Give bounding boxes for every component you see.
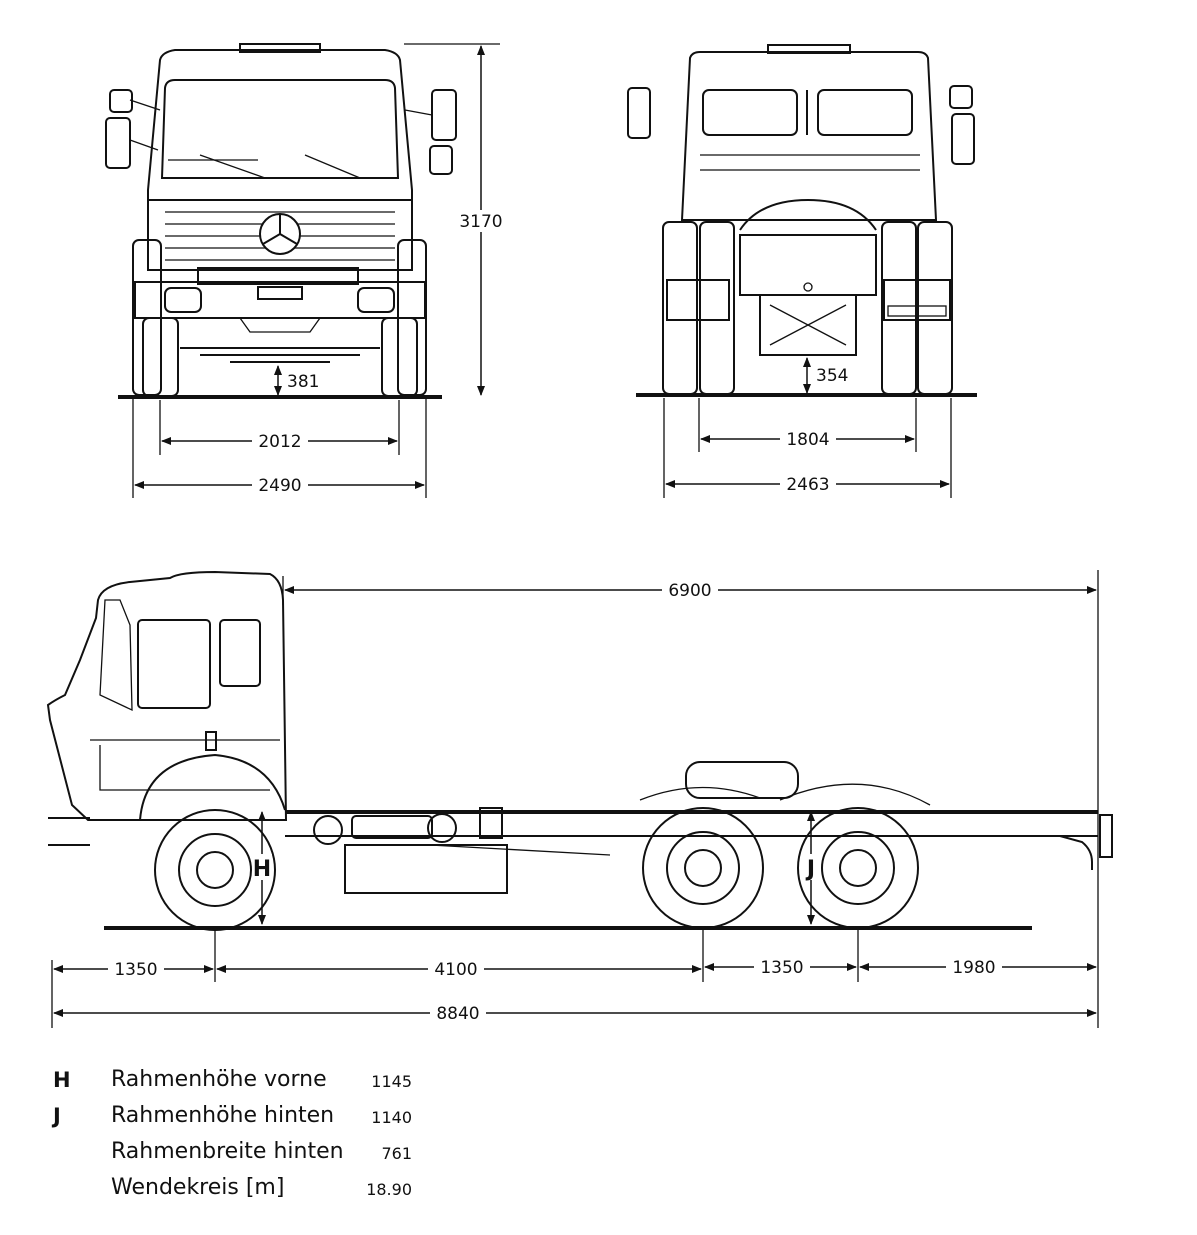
front-mirror-left (105, 117, 131, 169)
legend-row: J Rahmenhöhe hinten 1140 (48, 1102, 468, 1138)
legend-row: Rahmenbreite hinten 761 (48, 1138, 468, 1174)
rear-view (627, 44, 977, 397)
rear-window-left (702, 89, 798, 136)
air-tank-1 (313, 815, 343, 845)
headlight-right (357, 287, 395, 313)
front-mirror-left-upper (109, 89, 133, 113)
dim-overall-length: 8840 (436, 1004, 479, 1024)
tandem-wheel-1 (642, 807, 764, 929)
legend-label: Rahmenhöhe vorne (111, 1067, 327, 1092)
side-view (46, 570, 1113, 931)
air-filter (479, 807, 503, 839)
front-wheel-right (381, 317, 418, 397)
dim-rear-ground-clearance: 354 (816, 366, 848, 386)
fifth-wheel (685, 761, 799, 799)
front-windshield (160, 79, 400, 179)
front-grille (147, 199, 413, 271)
legend-row: H Rahmenhöhe vorne 1145 (48, 1066, 468, 1102)
spec-legend: H Rahmenhöhe vorne 1145 J Rahmenhöhe hin… (48, 1066, 468, 1210)
legend-row: Wendekreis [m] 18.90 (48, 1174, 468, 1210)
dim-rear-overhang: 1980 (952, 958, 995, 978)
marker-j: J (805, 857, 815, 882)
side-rear-window (219, 619, 261, 687)
dim-front-overhang: 1350 (114, 960, 157, 980)
rear-wheel-left-inner (699, 221, 735, 395)
dim-front-track: 2012 (258, 432, 301, 452)
dim-frame-length: 6900 (668, 581, 711, 601)
legend-label: Rahmenbreite hinten (111, 1139, 344, 1164)
front-wheel-left (142, 317, 179, 397)
legend-value: 18.90 (366, 1180, 412, 1199)
marker-h: H (253, 857, 271, 882)
front-view (105, 43, 457, 399)
dim-tandem-spacing: 1350 (760, 958, 803, 978)
rear-mirror-right-upper (949, 85, 973, 109)
rear-mirror-right (951, 113, 975, 165)
legend-value: 1140 (371, 1108, 412, 1127)
front-cab-outline (147, 49, 413, 201)
side-door-window (137, 619, 211, 709)
rear-wheel-right-outer (917, 221, 953, 395)
dim-rear-track: 1804 (786, 430, 829, 450)
battery-box (351, 815, 433, 839)
dim-front-width: 2490 (258, 476, 301, 496)
tandem-wheel-2 (797, 807, 919, 929)
rear-axle-housing (739, 234, 877, 296)
rear-wheel-left-outer (662, 221, 698, 395)
dim-front-height: 3170 (459, 212, 502, 232)
side-cab-outline (46, 570, 288, 821)
legend-letter: J (53, 1104, 61, 1128)
rear-wheel-right-inner (881, 221, 917, 395)
rear-mirror-left (627, 87, 651, 139)
rear-differential (759, 294, 857, 356)
fuel-tank (344, 844, 508, 894)
legend-value: 1145 (371, 1072, 412, 1091)
dim-rear-width: 2463 (786, 475, 829, 495)
air-tank-2 (427, 813, 457, 843)
dim-front-ground-clearance: 381 (287, 372, 319, 392)
legend-value: 761 (381, 1144, 412, 1163)
dimension-lines (51, 43, 1099, 1028)
side-door-window-front (99, 599, 133, 712)
legend-letter: H (53, 1068, 71, 1092)
front-mirror-right (431, 89, 457, 141)
rear-window-right (817, 89, 913, 136)
legend-label: Wendekreis [m] (111, 1175, 285, 1200)
dimension-labels: 3170 381 354 2012 2490 1804 2463 6900 13… (108, 210, 1002, 1024)
headlight-left (164, 287, 202, 313)
dim-wheelbase: 4100 (434, 960, 477, 980)
legend-label: Rahmenhöhe hinten (111, 1103, 335, 1128)
rear-cab-outline (680, 51, 938, 221)
